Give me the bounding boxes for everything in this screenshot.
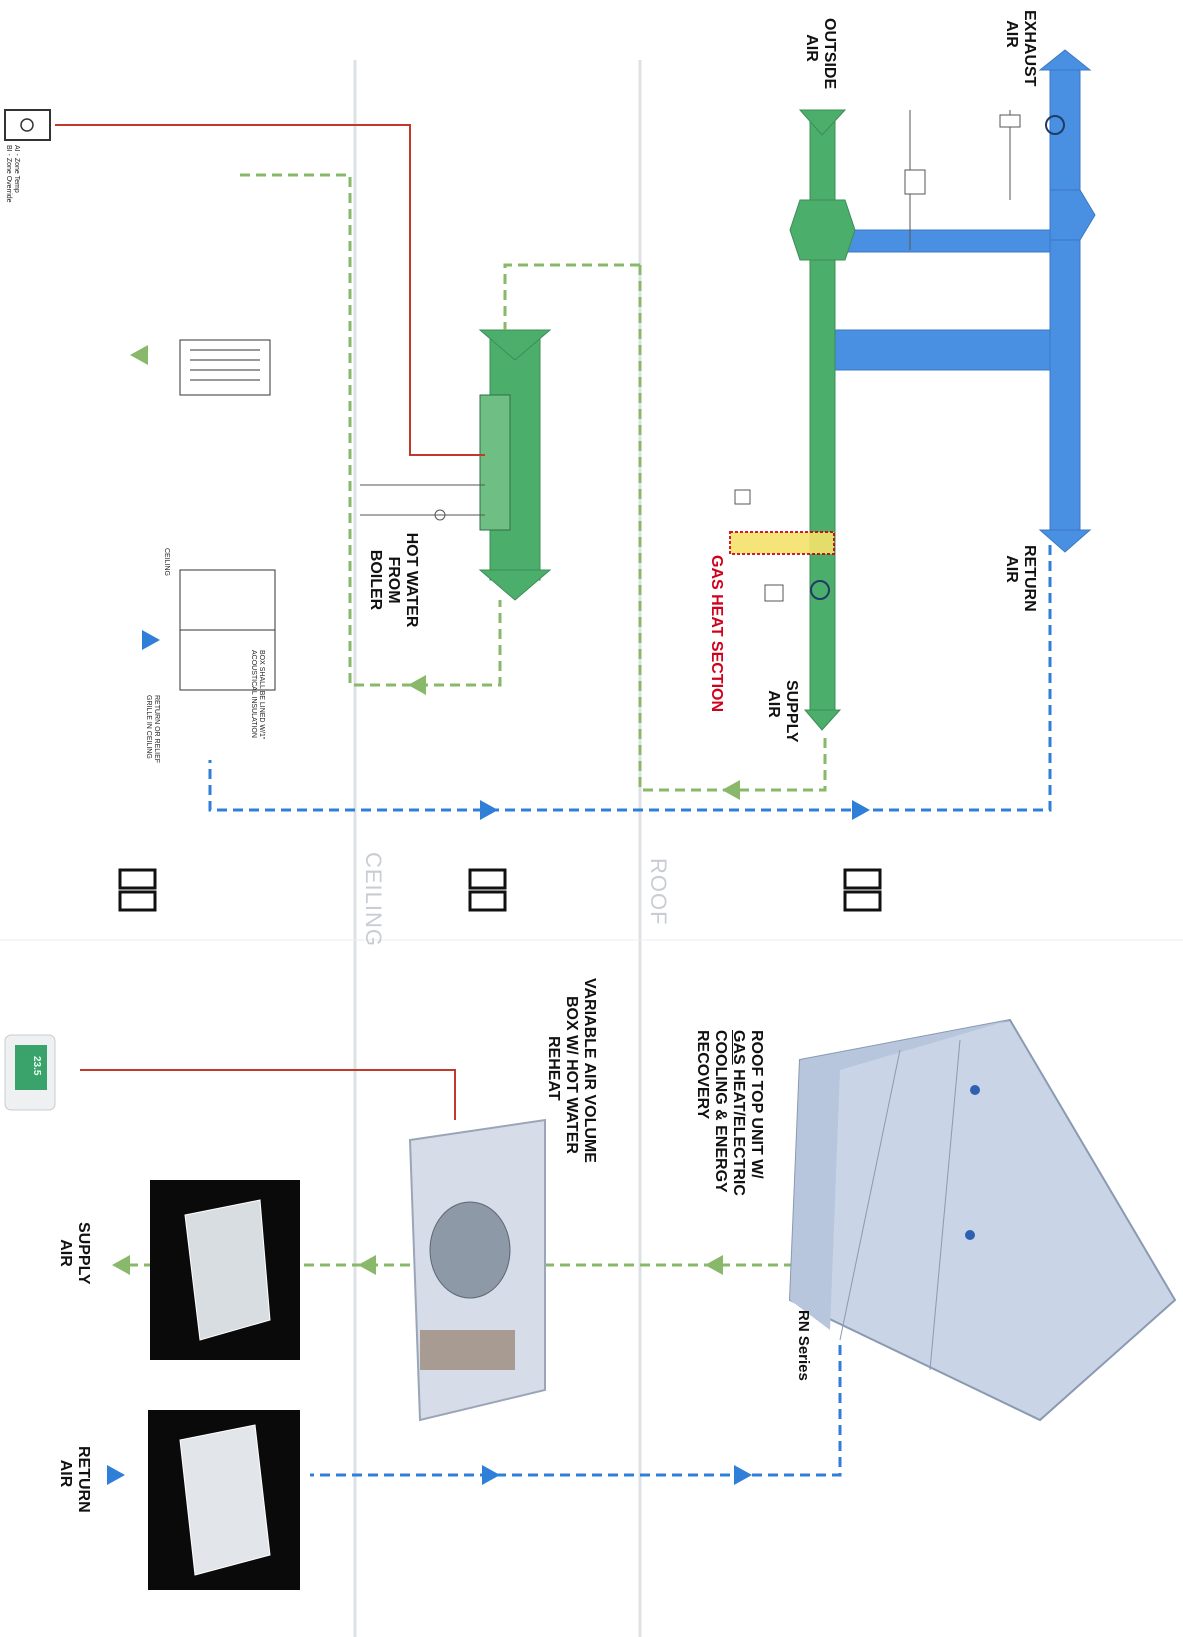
hot-water-label: HOT WATER FROM BOILER bbox=[367, 532, 420, 628]
fan-icons bbox=[810, 115, 1065, 600]
supply-grille-image bbox=[150, 1180, 300, 1360]
ceiling-zone-label: CEILING bbox=[361, 852, 386, 948]
rooftop-unit-label: ROOF TOP UNIT W/ GAS HEAT/ELECTRIC COOLI… bbox=[694, 1030, 765, 1196]
gas-heat-section-highlight bbox=[729, 531, 835, 555]
rooftop-series-label: RN Series bbox=[795, 1310, 812, 1381]
vav-label: VARIABLE AIR VOLUME BOX W/ HOT WATER REH… bbox=[545, 978, 598, 1163]
return-grille-image bbox=[148, 1410, 300, 1590]
thermostat-image bbox=[4, 1034, 56, 1111]
exhaust-air-label: EXHAUST AIR bbox=[1003, 10, 1038, 87]
outside-air-label: OUTSIDE AIR bbox=[803, 18, 838, 90]
supply-box-note: BOX SHALL BE LINED W/1" ACOUSTICAL INSUL… bbox=[250, 650, 265, 740]
exhaust-return-duct bbox=[834, 49, 1096, 553]
return-air-label: RETURN AIR bbox=[1003, 545, 1038, 612]
rooftop-unit-image bbox=[788, 1018, 1177, 1422]
connector-symbols bbox=[118, 868, 882, 912]
zone-temp-label: AI - Zone Temp BI - Zone Override bbox=[5, 145, 20, 203]
supply-flow-arrows bbox=[112, 345, 740, 1275]
control-wire-1 bbox=[55, 124, 485, 456]
return-air-input-label: RETURN AIR bbox=[57, 1446, 92, 1513]
supply-box-detail bbox=[179, 339, 271, 396]
thermostat-display: 23.5 bbox=[31, 1056, 42, 1076]
return-grille-note: RETURN OR RELIEF GRILLE IN CEILING bbox=[145, 695, 160, 764]
supply-air-label: SUPPLY AIR bbox=[765, 680, 800, 743]
vav-box-image bbox=[408, 1118, 546, 1422]
schematic-details bbox=[360, 110, 1021, 602]
ceiling-small-label: CEILING bbox=[163, 548, 170, 577]
gas-heat-section-label: GAS HEAT SECTION bbox=[708, 555, 725, 713]
roof-zone-label: ROOF bbox=[646, 858, 671, 926]
zone-temp-sensor bbox=[4, 109, 51, 141]
supply-outside-duct bbox=[478, 109, 856, 731]
supply-air-output-label: SUPPLY AIR bbox=[57, 1222, 92, 1285]
return-box-detail bbox=[179, 569, 276, 691]
return-flow-arrows bbox=[107, 630, 870, 1485]
control-wire-2 bbox=[80, 1069, 456, 1120]
